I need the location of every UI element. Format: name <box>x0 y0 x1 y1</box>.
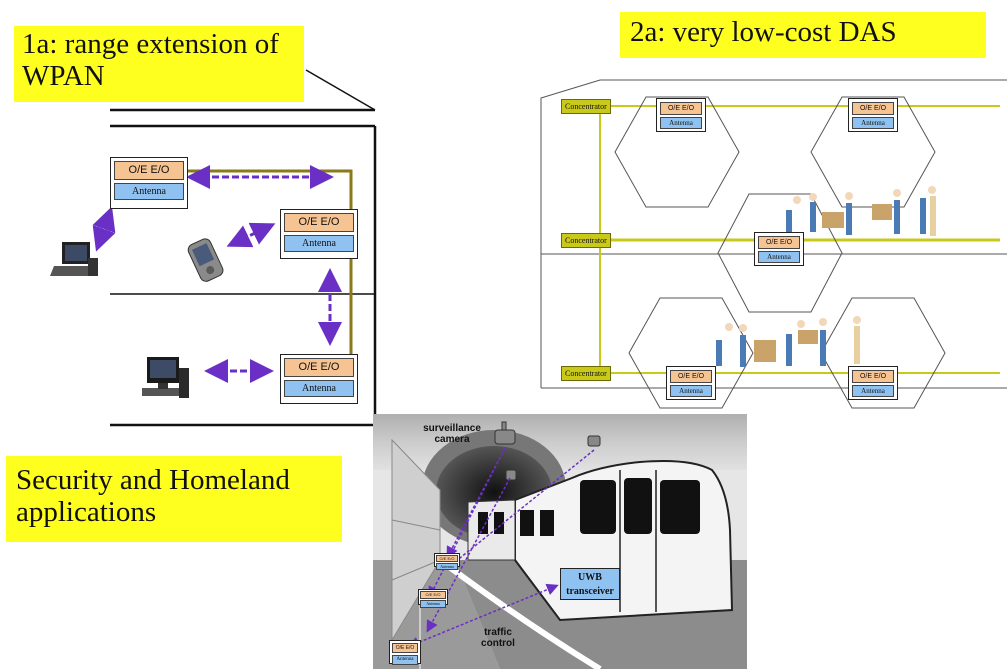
concentrator-middle: Concentrator <box>561 233 611 248</box>
label-low-cost-das: 2a: very low-cost DAS <box>620 12 986 58</box>
tunnel-scene <box>373 414 747 669</box>
concentrator-top: Concentrator <box>561 99 611 114</box>
tunnel-remote-unit-1: O/E E/O Antenna <box>434 553 460 570</box>
wpan-remote-unit-3: O/E E/O Antenna <box>280 354 358 404</box>
das-remote-unit-5: O/E E/O Antenna <box>848 366 898 400</box>
pda-icon <box>187 238 224 282</box>
antenna-label: Antenna <box>670 385 712 397</box>
das-remote-unit-2: O/E E/O Antenna <box>848 98 898 132</box>
surveillance-camera-label: surveillance camera <box>423 423 481 445</box>
oe-eo-converter: O/E E/O <box>758 236 800 249</box>
concentrator-bottom: Concentrator <box>561 366 611 381</box>
oe-eo-converter: O/E E/O <box>284 213 354 232</box>
oe-eo-converter: O/E E/O <box>670 370 712 383</box>
wpan-building <box>110 69 377 427</box>
oe-eo-converter: O/E E/O <box>420 591 446 599</box>
antenna-label: Antenna <box>852 117 894 129</box>
das-remote-unit-3: O/E E/O Antenna <box>754 232 804 266</box>
label-range-extension-wpan: 1a: range extension of WPAN <box>14 26 304 102</box>
laptop-icon <box>50 242 98 276</box>
label-security-homeland: Security and Homeland applications <box>6 456 342 542</box>
antenna-label: Antenna <box>852 385 894 397</box>
oe-eo-converter: O/E E/O <box>392 643 418 653</box>
uwb-transceiver: UWB transceiver <box>560 568 620 600</box>
antenna-label: Antenna <box>758 251 800 263</box>
traffic-control-label: traffic control <box>481 627 515 649</box>
wpan-remote-unit-2: O/E E/O Antenna <box>280 209 358 259</box>
oe-eo-converter: O/E E/O <box>852 370 894 383</box>
surveillance-camera-icon <box>494 421 601 481</box>
oe-eo-converter: O/E E/O <box>284 358 354 377</box>
antenna-label: Antenna <box>420 600 446 608</box>
oe-eo-converter: O/E E/O <box>852 102 894 115</box>
antenna-label: Antenna <box>284 235 354 252</box>
workers-group-top <box>786 186 936 236</box>
antenna-label: Antenna <box>660 117 702 129</box>
das-remote-unit-1: O/E E/O Antenna <box>656 98 706 132</box>
antenna-label: Antenna <box>392 655 418 665</box>
oe-eo-converter: O/E E/O <box>114 161 184 180</box>
oe-eo-converter: O/E E/O <box>436 555 458 562</box>
das-remote-unit-4: O/E E/O Antenna <box>666 366 716 400</box>
desktop-icon <box>142 357 189 398</box>
wpan-links <box>92 165 342 383</box>
oe-eo-converter: O/E E/O <box>660 102 702 115</box>
tunnel-remote-unit-2: O/E E/O Antenna <box>418 589 448 608</box>
antenna-label: Antenna <box>114 183 184 200</box>
tunnel-remote-unit-3: O/E E/O Antenna <box>389 640 421 665</box>
wpan-remote-unit-1: O/E E/O Antenna <box>110 157 188 209</box>
workers-group-bottom <box>716 316 861 367</box>
antenna-label: Antenna <box>284 380 354 397</box>
antenna-label: Antenna <box>436 563 458 570</box>
